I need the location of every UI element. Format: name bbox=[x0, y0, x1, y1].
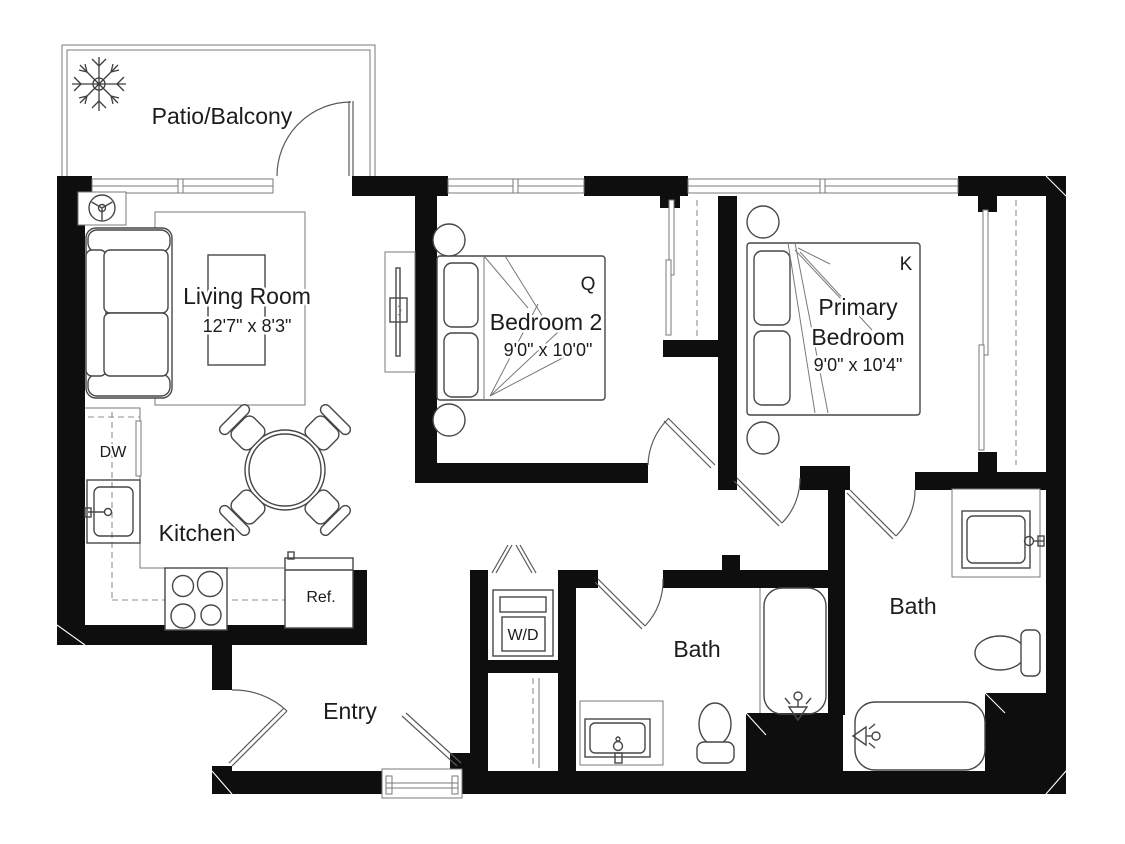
entry-closet-door bbox=[532, 678, 540, 768]
primary-bedroom-dimensions: 9'0" x 10'4" bbox=[814, 355, 903, 375]
plant-icon bbox=[72, 57, 126, 111]
living-room-dimensions: 12'7" x 8'3" bbox=[203, 316, 292, 336]
dishwasher bbox=[135, 420, 142, 477]
bath1-label: Bath bbox=[673, 636, 720, 662]
nightstand bbox=[746, 421, 780, 455]
bath1-bathtub bbox=[759, 587, 827, 722]
bath1-toilet bbox=[696, 702, 735, 764]
window-primary-bedroom bbox=[687, 178, 959, 194]
nightstand bbox=[746, 205, 780, 239]
tv-console bbox=[384, 251, 416, 373]
bedroom2-label: Bedroom 2 bbox=[490, 309, 603, 335]
faucet-icon bbox=[612, 736, 624, 764]
entry-door-swing bbox=[401, 712, 462, 767]
sofa bbox=[85, 227, 173, 399]
shower-head-icon bbox=[851, 723, 881, 749]
entry-threshold bbox=[381, 768, 463, 799]
nightstand bbox=[432, 223, 466, 257]
kitchen-sink bbox=[84, 479, 141, 544]
dining-chair bbox=[218, 403, 266, 451]
bath1-door-swing bbox=[594, 578, 664, 630]
bath2-vanity bbox=[951, 488, 1045, 578]
bedroom2-bed-tag: Q bbox=[581, 274, 596, 295]
patio-label: Patio/Balcony bbox=[152, 103, 293, 129]
bedroom2-closet bbox=[665, 199, 698, 338]
washer-dryer-label: W/D bbox=[507, 627, 538, 644]
dining-table bbox=[244, 429, 326, 511]
bath2-bathtub bbox=[851, 701, 986, 771]
primary-bedroom-door-swing bbox=[733, 477, 801, 527]
dining-chair bbox=[304, 403, 352, 451]
living-room-label: Living Room bbox=[183, 283, 311, 309]
bedroom2-bed bbox=[436, 255, 606, 401]
entry-side-door-swing bbox=[228, 689, 288, 767]
bath1-vanity bbox=[579, 700, 664, 766]
refrigerator bbox=[284, 551, 354, 629]
walls bbox=[56, 175, 1067, 795]
bath2-toilet bbox=[974, 629, 1041, 677]
patio-outline bbox=[61, 44, 376, 176]
faucet-icon bbox=[84, 507, 113, 518]
nightstand bbox=[432, 403, 466, 437]
bedroom2-dimensions: 9'0" x 10'0" bbox=[504, 340, 593, 360]
window-bedroom2 bbox=[447, 178, 585, 194]
bath2-label: Bath bbox=[889, 593, 936, 619]
stove bbox=[164, 567, 228, 631]
refrigerator-label: Ref. bbox=[306, 589, 335, 606]
dining-chair bbox=[304, 489, 352, 537]
patio-door-swing bbox=[276, 101, 354, 177]
window-living-room bbox=[91, 178, 274, 194]
bedroom2-door-swing bbox=[647, 417, 716, 469]
primary-bedroom-label-line2: Bedroom bbox=[811, 324, 904, 350]
primary-bed-tag: K bbox=[900, 254, 913, 275]
laundry-bifold-doors bbox=[491, 544, 537, 574]
primary-bed bbox=[746, 242, 921, 416]
primary-closet bbox=[978, 200, 1017, 465]
shower-head-icon bbox=[784, 691, 812, 722]
dishwasher-label: DW bbox=[100, 444, 128, 461]
kitchen-label: Kitchen bbox=[159, 520, 236, 546]
entry-label: Entry bbox=[323, 698, 377, 724]
faucet-icon bbox=[1023, 535, 1045, 547]
coffee-table bbox=[207, 254, 266, 366]
dining-chair bbox=[218, 489, 266, 537]
bath2-door-swing bbox=[846, 489, 916, 540]
ceiling-fan-icon bbox=[77, 191, 127, 226]
washer-dryer bbox=[492, 589, 554, 657]
primary-bedroom-label-line1: Primary bbox=[818, 294, 898, 320]
